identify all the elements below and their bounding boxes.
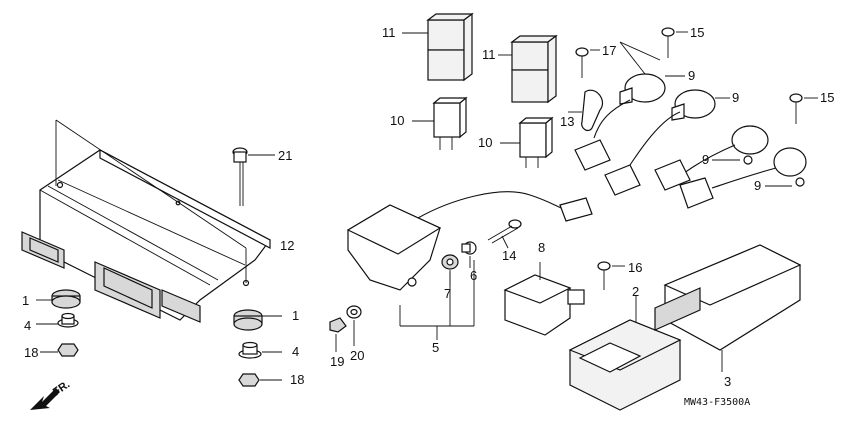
callout-9-a: 9 bbox=[688, 68, 695, 83]
sensor-9-d bbox=[765, 147, 807, 187]
screw-16 bbox=[597, 261, 625, 290]
relay-11-right bbox=[498, 34, 558, 104]
module-8 bbox=[503, 262, 585, 336]
callout-9-d: 9 bbox=[754, 178, 761, 193]
callout-9-c: 9 bbox=[702, 152, 709, 167]
callout-3: 3 bbox=[724, 374, 731, 389]
callout-20: 20 bbox=[350, 348, 364, 363]
front-direction-arrow: FR. bbox=[30, 378, 72, 410]
bolt-14 bbox=[487, 219, 522, 244]
sensor-9-c bbox=[712, 125, 769, 165]
relay-11-left bbox=[402, 12, 474, 82]
callout-11-left: 11 bbox=[382, 25, 396, 40]
drawing-reference: MW43-F3500A bbox=[684, 397, 750, 408]
nut-18-right bbox=[238, 373, 282, 387]
screw-17 bbox=[575, 47, 600, 78]
callout-12: 12 bbox=[280, 238, 294, 253]
ecu-unit bbox=[21, 119, 271, 323]
callout-18-right: 18 bbox=[290, 372, 304, 387]
callout-10-right: 10 bbox=[478, 135, 492, 150]
callout-1-right: 1 bbox=[292, 308, 299, 323]
callout-9-b: 9 bbox=[732, 90, 739, 105]
callout-2: 2 bbox=[632, 284, 639, 299]
grommet-1-right bbox=[233, 309, 282, 331]
callout-5: 5 bbox=[432, 340, 439, 355]
bracket-lines-5 bbox=[399, 260, 475, 340]
callout-14: 14 bbox=[502, 248, 516, 263]
screw-15-top bbox=[661, 27, 688, 58]
collar-4-right bbox=[238, 341, 282, 359]
sensor-wiring bbox=[574, 99, 777, 209]
callout-21: 21 bbox=[278, 148, 292, 163]
callout-18-left: 18 bbox=[24, 345, 38, 360]
unit-3 bbox=[654, 244, 802, 372]
callout-labels: 1 1 2 3 4 4 5 6 7 8 9 9 9 9 10 10 11 11 … bbox=[22, 25, 834, 389]
collar-6 bbox=[461, 241, 477, 255]
grommet-1-left bbox=[36, 289, 81, 309]
callout-7: 7 bbox=[444, 286, 451, 301]
collar-4-left bbox=[36, 312, 79, 328]
callout-17: 17 bbox=[602, 43, 616, 58]
cover-2 bbox=[568, 296, 682, 411]
callout-13: 13 bbox=[560, 114, 574, 129]
callout-15-right: 15 bbox=[820, 90, 834, 105]
relay-10-left bbox=[412, 96, 468, 150]
screw-15-right bbox=[789, 93, 818, 124]
bolt-21 bbox=[232, 147, 275, 206]
callout-1-left: 1 bbox=[22, 293, 29, 308]
washer-20 bbox=[346, 305, 362, 319]
callout-10-left: 10 bbox=[390, 113, 404, 128]
callout-8: 8 bbox=[538, 240, 545, 255]
callout-11-right: 11 bbox=[482, 47, 496, 62]
callout-19: 19 bbox=[330, 354, 344, 369]
control-unit-5 bbox=[346, 191, 593, 291]
callout-15-top: 15 bbox=[690, 25, 704, 40]
callout-16: 16 bbox=[628, 260, 642, 275]
clamp-13 bbox=[568, 89, 604, 132]
sensor-9-a bbox=[619, 41, 685, 105]
callout-4-left: 4 bbox=[24, 318, 31, 333]
nut-18-left bbox=[40, 343, 79, 357]
bushing-7 bbox=[441, 254, 459, 270]
sensor-9-b bbox=[671, 89, 730, 121]
callout-6: 6 bbox=[470, 268, 477, 283]
callout-4-right: 4 bbox=[292, 344, 299, 359]
nut-19 bbox=[329, 317, 347, 333]
relay-10-right bbox=[500, 116, 554, 168]
